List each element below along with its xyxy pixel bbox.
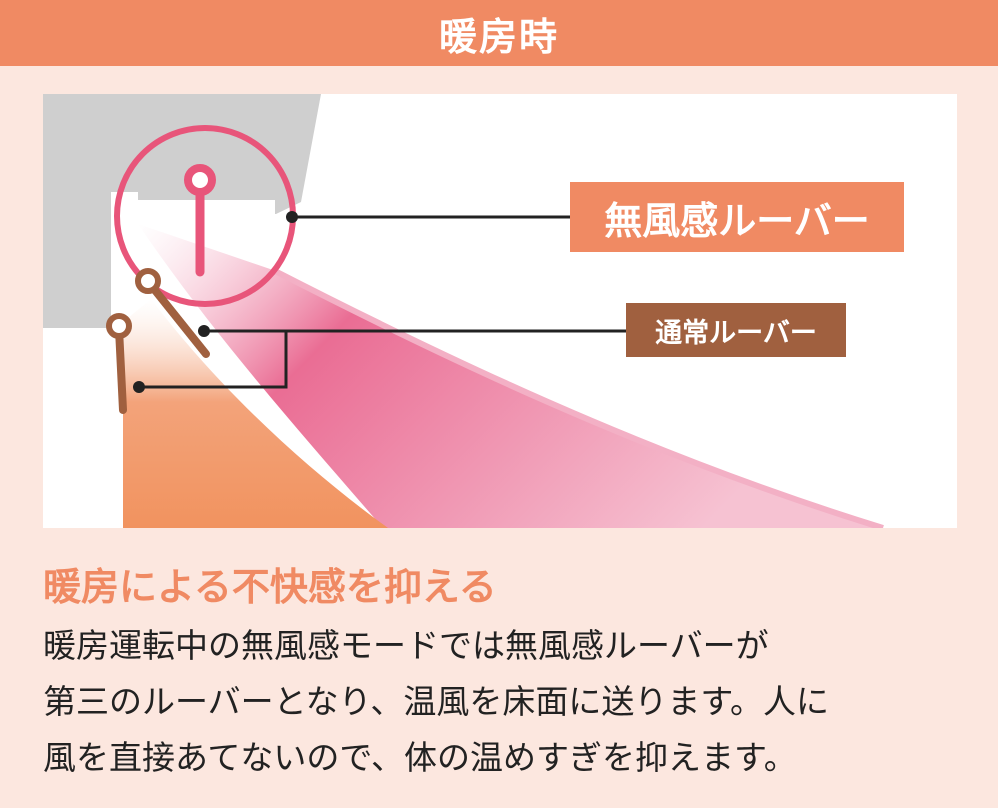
orange-airflow [123, 299, 388, 528]
header-banner: 暖房時 [0, 0, 998, 66]
body-line-2: 第三のルーバーとなり、温風を床面に送ります。人に [43, 682, 830, 721]
section-heading: 暖房による不快感を抑える [43, 565, 497, 609]
mufuukan-louver-label: 無風感ルーバー [570, 182, 904, 252]
pink-airflow-edge [271, 267, 884, 528]
normal-louver-pivot-1 [135, 268, 161, 294]
normal-leader-bracket [138, 331, 288, 389]
normal-louver-label-text: 通常ルーバー [655, 317, 817, 349]
body-paragraph: 暖房運転中の無風感モードでは無風感ルーバーが 第三のルーバーとなり、温風を床面に… [43, 618, 963, 786]
normal-louver-pivot-2 [106, 313, 132, 339]
normal-louver-label: 通常ルーバー [626, 303, 846, 357]
mufuukan-louver-label-text: 無風感ルーバー [604, 198, 870, 243]
normal-leader-dot-1 [198, 325, 210, 337]
normal-leader-dot-2 [133, 381, 145, 393]
diagram-graphic [43, 94, 884, 528]
body-line-3: 風を直接あてないので、体の温めすぎを抑えます。 [43, 738, 797, 777]
body-line-1: 暖房運転中の無風感モードでは無風感ルーバーが [43, 626, 769, 665]
normal-louver-blade-2 [115, 325, 127, 414]
ac-unit-body [138, 200, 275, 226]
mufuukan-leader-dot [286, 211, 298, 223]
mufuukan-louver-pivot [184, 164, 216, 196]
pink-airflow [138, 224, 883, 528]
header-title: 暖房時 [438, 14, 559, 59]
normal-louver-blade-1 [146, 280, 210, 358]
